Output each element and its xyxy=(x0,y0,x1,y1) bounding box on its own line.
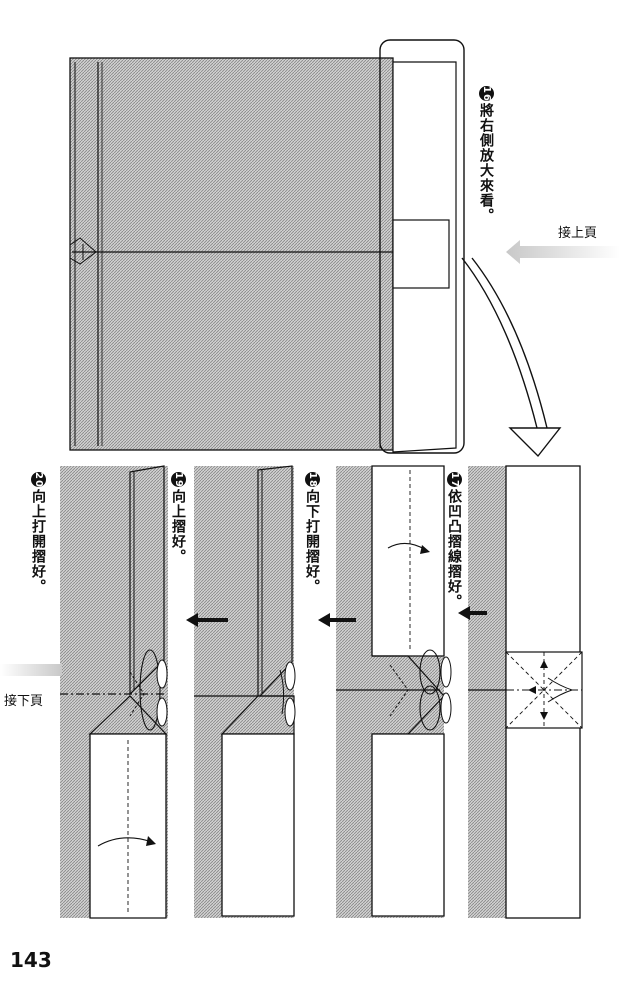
step-17-diagram xyxy=(458,465,583,919)
step-19-caption: 19向上摺好。 xyxy=(170,472,186,564)
step-17-number: 17 xyxy=(447,472,462,488)
step-18-diagram xyxy=(318,465,452,918)
zoom-bracket xyxy=(379,39,465,454)
fade-arrow-icon xyxy=(0,664,62,676)
page-number: 143 xyxy=(10,948,52,972)
step-18-text: 向下打開摺好。 xyxy=(304,489,320,594)
hatched-paper xyxy=(69,57,394,451)
step-20-number: 20 xyxy=(31,472,46,488)
step-19-text: 向上摺好。 xyxy=(170,489,186,564)
step-16-number: 16 xyxy=(479,86,494,102)
step-16-caption: 16將右側放大來看。 xyxy=(478,86,494,223)
hatched-paper xyxy=(468,466,506,918)
fade-arrow-left-icon xyxy=(506,240,620,264)
step-17-caption: 17依凹凸摺線摺好。 xyxy=(446,472,462,609)
step-19-number: 19 xyxy=(171,472,186,488)
step-16-text: 將右側放大來看。 xyxy=(478,103,494,223)
step-18-number: 18 xyxy=(305,472,320,488)
arrow-down-icon xyxy=(508,427,562,458)
step-20-caption: 20向上打開摺好。 xyxy=(30,472,46,594)
step-19-diagram xyxy=(186,465,296,918)
step-16-diagram xyxy=(69,39,620,458)
continue-to-next-label: 接下頁 xyxy=(4,694,44,709)
step-17-text: 依凹凸摺線摺好。 xyxy=(446,489,462,609)
step-20-text: 向上打開摺好。 xyxy=(30,489,46,594)
step-18-caption: 18向下打開摺好。 xyxy=(304,472,320,594)
step-20-diagram xyxy=(0,465,168,919)
continue-from-previous-label: 接上頁 xyxy=(558,226,598,241)
